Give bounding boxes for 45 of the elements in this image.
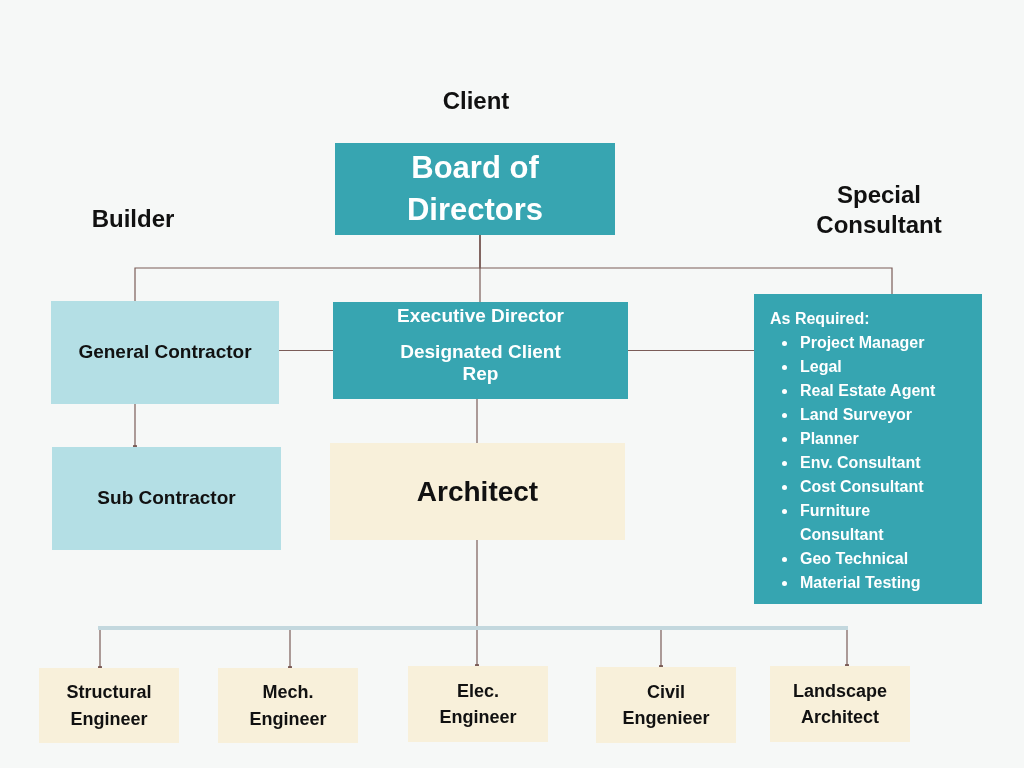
group-heading: Client xyxy=(441,86,511,116)
box-title: Sub Contractor xyxy=(97,487,236,510)
box-title: General Contractor xyxy=(78,341,252,364)
list-item: Legal xyxy=(780,355,952,379)
list-item: Cost Consultant xyxy=(780,475,952,499)
list-item: Real Estate Agent xyxy=(780,379,952,403)
list-item: Land Surveyor xyxy=(780,403,952,427)
list-item: Furniture Consultant xyxy=(780,499,952,547)
org-box xyxy=(408,666,548,742)
box-title: Architect xyxy=(416,474,539,509)
connector-line xyxy=(844,629,850,669)
box-title: Civil Engenieer xyxy=(621,680,711,730)
connector-line xyxy=(658,629,664,670)
connector-line xyxy=(474,629,480,669)
group-heading: Builder xyxy=(90,204,176,234)
box-title: Structural Engineer xyxy=(65,681,153,731)
box-title: Mech. Engineer xyxy=(248,681,328,731)
list-item: Env. Consultant xyxy=(780,451,952,475)
org-box xyxy=(770,666,910,742)
list-item: Material Testing xyxy=(780,571,952,595)
box-title: Elec. Engineer xyxy=(438,679,518,729)
group-heading: Special Consultant xyxy=(815,180,943,240)
org-box xyxy=(52,447,281,550)
org-box xyxy=(218,668,358,743)
box-title: Executive Director xyxy=(397,305,564,327)
list-heading: As Required: xyxy=(770,309,870,329)
box-title: Landscape Architect xyxy=(791,679,888,729)
connector-line xyxy=(132,403,138,450)
connector-line xyxy=(476,398,478,444)
org-box xyxy=(330,443,625,540)
org-box xyxy=(335,143,615,235)
connector-line xyxy=(97,629,103,671)
connector-line xyxy=(278,349,334,352)
list-item: Project Manager xyxy=(780,331,952,355)
org-box xyxy=(39,668,179,743)
connector-line xyxy=(627,349,755,352)
list-item: Geo Technical xyxy=(780,547,952,571)
org-box xyxy=(333,302,628,399)
org-box xyxy=(596,667,736,743)
list-item: Planner xyxy=(780,427,952,451)
box-title: Board of Directors xyxy=(405,149,545,229)
box-title: Designated Client Rep xyxy=(399,340,562,385)
org-box xyxy=(51,301,279,404)
connector-line xyxy=(479,234,893,295)
org-box xyxy=(754,294,982,604)
